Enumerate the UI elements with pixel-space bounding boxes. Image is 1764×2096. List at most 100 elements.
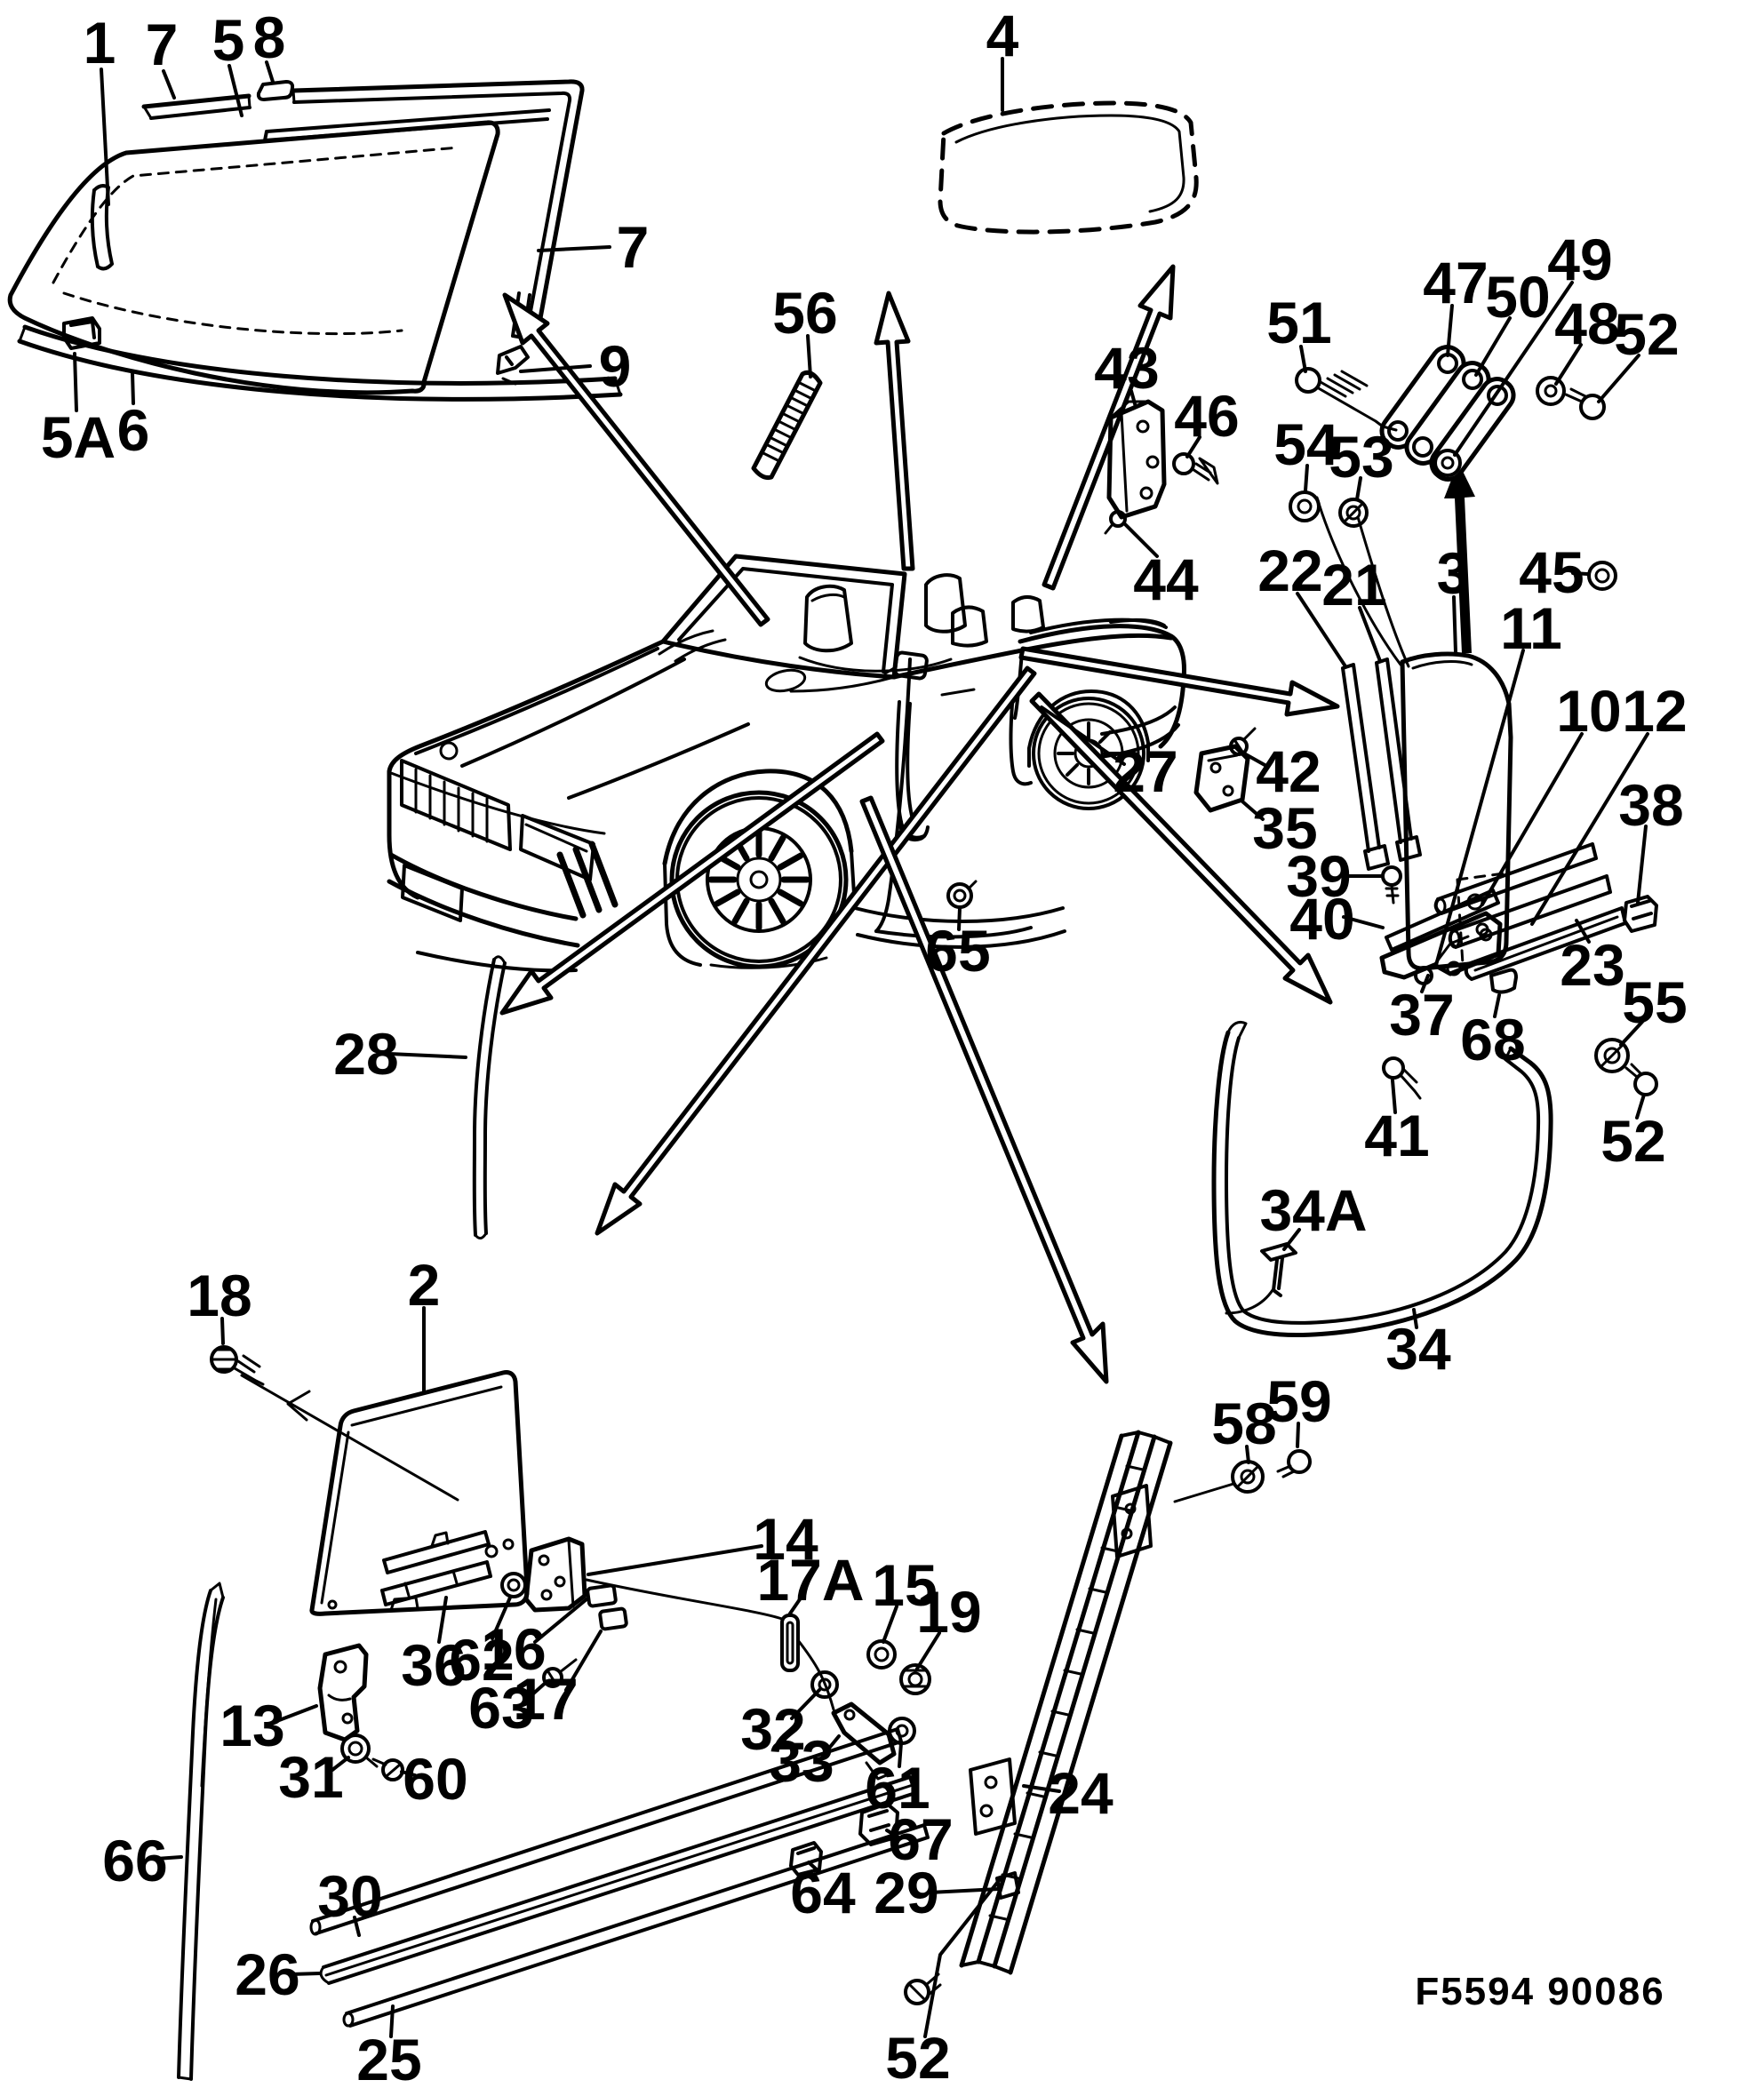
part-leader-15 — [882, 1605, 898, 1644]
part-label-41: 41 — [1364, 1103, 1429, 1168]
figure-code: F5594 90086 — [1415, 1970, 1664, 2013]
part-label-18: 18 — [187, 1263, 251, 1328]
car-windshield-frame — [658, 554, 907, 680]
clip-64 — [789, 1841, 823, 1877]
bushing-32 — [810, 1670, 839, 1699]
part-label-48: 48 — [1554, 291, 1619, 356]
part-leader-52b — [1597, 354, 1640, 403]
part-label-47: 47 — [1423, 250, 1488, 315]
clip-38 — [1623, 895, 1658, 933]
hinge-bolt — [1564, 387, 1606, 420]
part-label-25: 25 — [356, 2027, 421, 2092]
run-channel-group — [904, 1430, 1312, 2005]
part-label-38: 38 — [1618, 772, 1683, 838]
screw-41 — [1382, 1056, 1422, 1100]
part-leader-54 — [1304, 464, 1309, 492]
grommet-65 — [946, 880, 978, 909]
nut-19 — [899, 1663, 931, 1695]
part-leader-63 — [522, 1679, 549, 1704]
part-label-3: 3 — [1437, 540, 1470, 606]
part-leader-25 — [389, 2004, 395, 2038]
part-leader-55 — [1619, 1020, 1644, 1047]
part-label-31: 31 — [278, 1744, 343, 1810]
arrow-to-door-glass — [595, 665, 1037, 1236]
screw-63 — [542, 1658, 578, 1688]
part-label-13: 13 — [220, 1693, 284, 1758]
windshield-assembly — [7, 79, 623, 402]
part-label-32: 32 — [740, 1696, 805, 1762]
part-label-53: 53 — [1329, 424, 1393, 490]
part-leader-21 — [1358, 606, 1382, 663]
part-leader-38 — [1636, 825, 1648, 905]
part-leader-64 — [807, 1861, 820, 1873]
part-label-26: 26 — [235, 1941, 299, 2007]
bushing-31 — [340, 1733, 379, 1768]
clip-68 — [1489, 968, 1518, 994]
part-leader-33 — [821, 1734, 841, 1757]
fender-stripes — [556, 841, 619, 919]
part-leader-66 — [155, 1855, 183, 1861]
part-leader-60 — [400, 1770, 417, 1777]
part-leader-27 — [1040, 705, 1126, 766]
part-leader-61 — [898, 1741, 903, 1768]
rear-quarter-window — [938, 100, 1199, 235]
part-label-63: 63 — [468, 1675, 533, 1741]
part-leader-59 — [1296, 1422, 1300, 1448]
rail-23 — [1464, 906, 1627, 981]
part-label-64: 64 — [790, 1860, 856, 1925]
strip-28 — [472, 955, 507, 1239]
windshield-glass — [7, 120, 500, 395]
lower-moulding-clip — [62, 316, 101, 350]
bolt-18 — [210, 1345, 459, 1502]
part-label-62: 62 — [449, 1627, 514, 1693]
part-leader-8 — [265, 60, 275, 84]
part-label-35: 35 — [1252, 795, 1317, 861]
seal-clip-34A — [1225, 1242, 1297, 1315]
part-leader-5 — [227, 64, 243, 117]
part-label-17A: 17A — [756, 1547, 864, 1613]
part-label-15: 15 — [872, 1552, 937, 1618]
pillar-spring-strip — [751, 370, 823, 480]
part-leader-44 — [1123, 522, 1159, 558]
arrow-to-rail-assembly — [1029, 691, 1333, 1005]
part-label-8: 8 — [253, 4, 286, 70]
part-label-68: 68 — [1460, 1007, 1525, 1072]
part-leader-23 — [1575, 919, 1591, 944]
part-label-30: 30 — [317, 1863, 382, 1929]
part-leader-26 — [289, 1972, 322, 1976]
part-label-36: 36 — [401, 1632, 466, 1698]
part-leader-52c — [923, 1877, 1002, 2038]
part-leader-52a — [1635, 1093, 1646, 1120]
part-leader-34A — [1282, 1228, 1301, 1251]
part-leader-62 — [491, 1596, 512, 1640]
grommet-54 — [1289, 490, 1402, 666]
part-leader-40 — [1342, 915, 1385, 929]
part-label-52a: 52 — [1600, 1108, 1665, 1174]
direction-arrows — [499, 264, 1475, 1384]
clips-and-strips — [177, 1582, 930, 2081]
part-label-49: 49 — [1547, 227, 1612, 292]
strip-66 — [177, 1582, 225, 2081]
part-label-27: 27 — [1113, 738, 1177, 804]
part-leader-31 — [331, 1756, 350, 1772]
strip-26 — [319, 1775, 917, 1985]
part-leader-34 — [1412, 1308, 1418, 1329]
clip-29-detail — [995, 1871, 1020, 1900]
part-leader-1 — [100, 68, 110, 206]
hinge-washer — [1536, 376, 1566, 406]
part-leader-67 — [885, 1829, 900, 1839]
part-label-65: 65 — [925, 918, 990, 984]
part-label-24: 24 — [1048, 1760, 1113, 1826]
part-label-42: 42 — [1256, 738, 1321, 804]
part-leader-18 — [220, 1317, 225, 1345]
part-leader-48 — [1554, 343, 1583, 386]
part-label-21: 21 — [1321, 552, 1386, 618]
part-leader-58 — [1245, 1445, 1250, 1464]
part-label-52b: 52 — [1614, 301, 1679, 367]
part-label-54: 54 — [1273, 411, 1339, 477]
part-label-46: 46 — [1174, 383, 1239, 449]
pads-16-17 — [586, 1583, 628, 1631]
washer-58 — [1173, 1460, 1265, 1503]
moulding-clip — [256, 80, 295, 101]
